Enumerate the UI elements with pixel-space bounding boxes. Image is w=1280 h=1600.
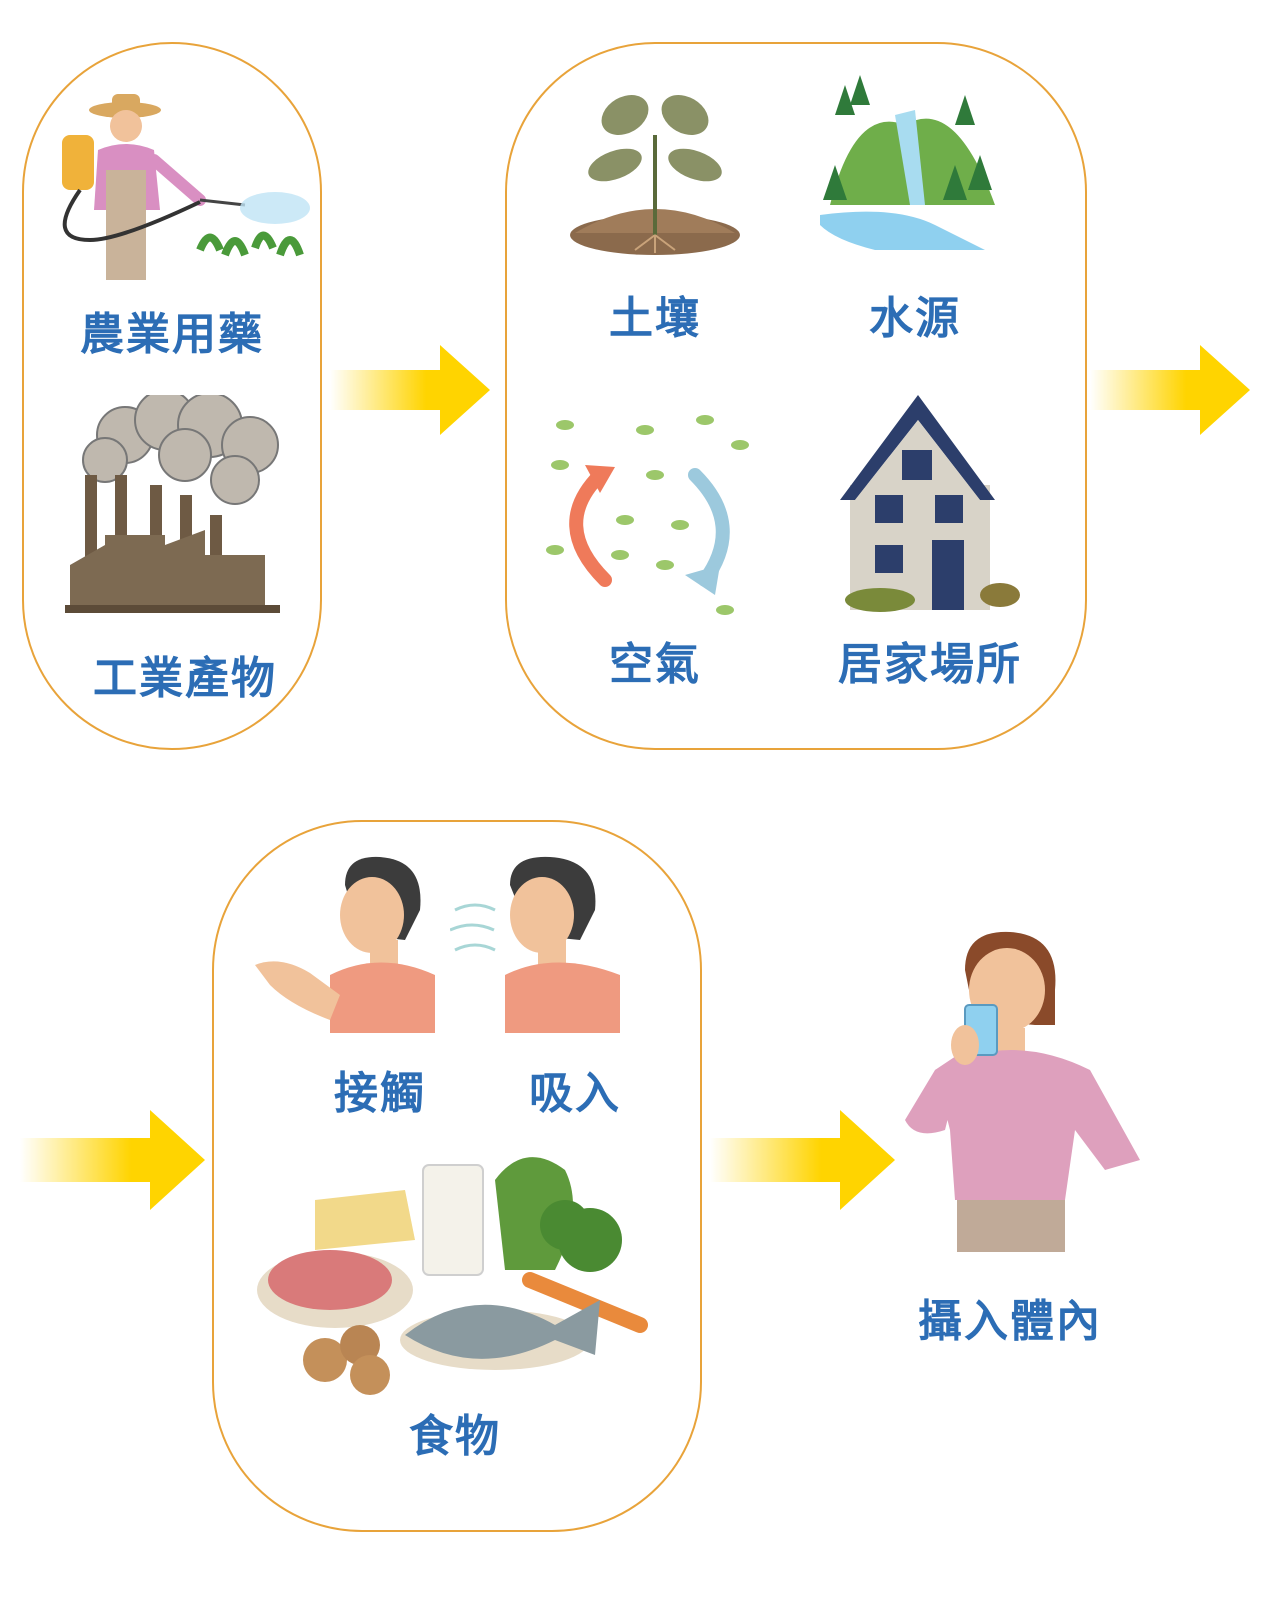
hand-contact-icon [255,856,435,1033]
arrow-right-1 [330,345,490,435]
waterfall-icon [820,75,995,250]
air-cycle-icon [546,415,749,615]
label-air: 空氣 [609,639,701,690]
label-inhale: 吸入 [529,1068,621,1119]
label-soil: 土壤 [609,293,701,344]
breathing-icon [450,856,620,1033]
label-food: 食物 [409,1411,501,1462]
sprout-soil-icon [570,95,740,255]
label-industry: 工業產物 [93,653,277,704]
woman-drinking-icon [905,931,1140,1252]
sources-group [22,42,322,750]
label-water: 水源 [869,293,961,344]
farmer-spraying-icon [62,94,310,280]
arrow-right-3 [20,1110,205,1210]
arrow-right-4 [710,1110,895,1210]
arrow-right-2 [1090,345,1250,435]
environment-group [505,42,1087,750]
label-home: 居家場所 [838,639,1022,690]
label-result: 攝入體內 [918,1296,1102,1347]
factory-icon [65,395,280,613]
label-contact: 接觸 [334,1068,426,1119]
exposure-group [212,820,702,1532]
food-platter-icon [257,1157,648,1395]
house-icon [840,395,1020,612]
label-agri: 農業用藥 [80,309,264,360]
